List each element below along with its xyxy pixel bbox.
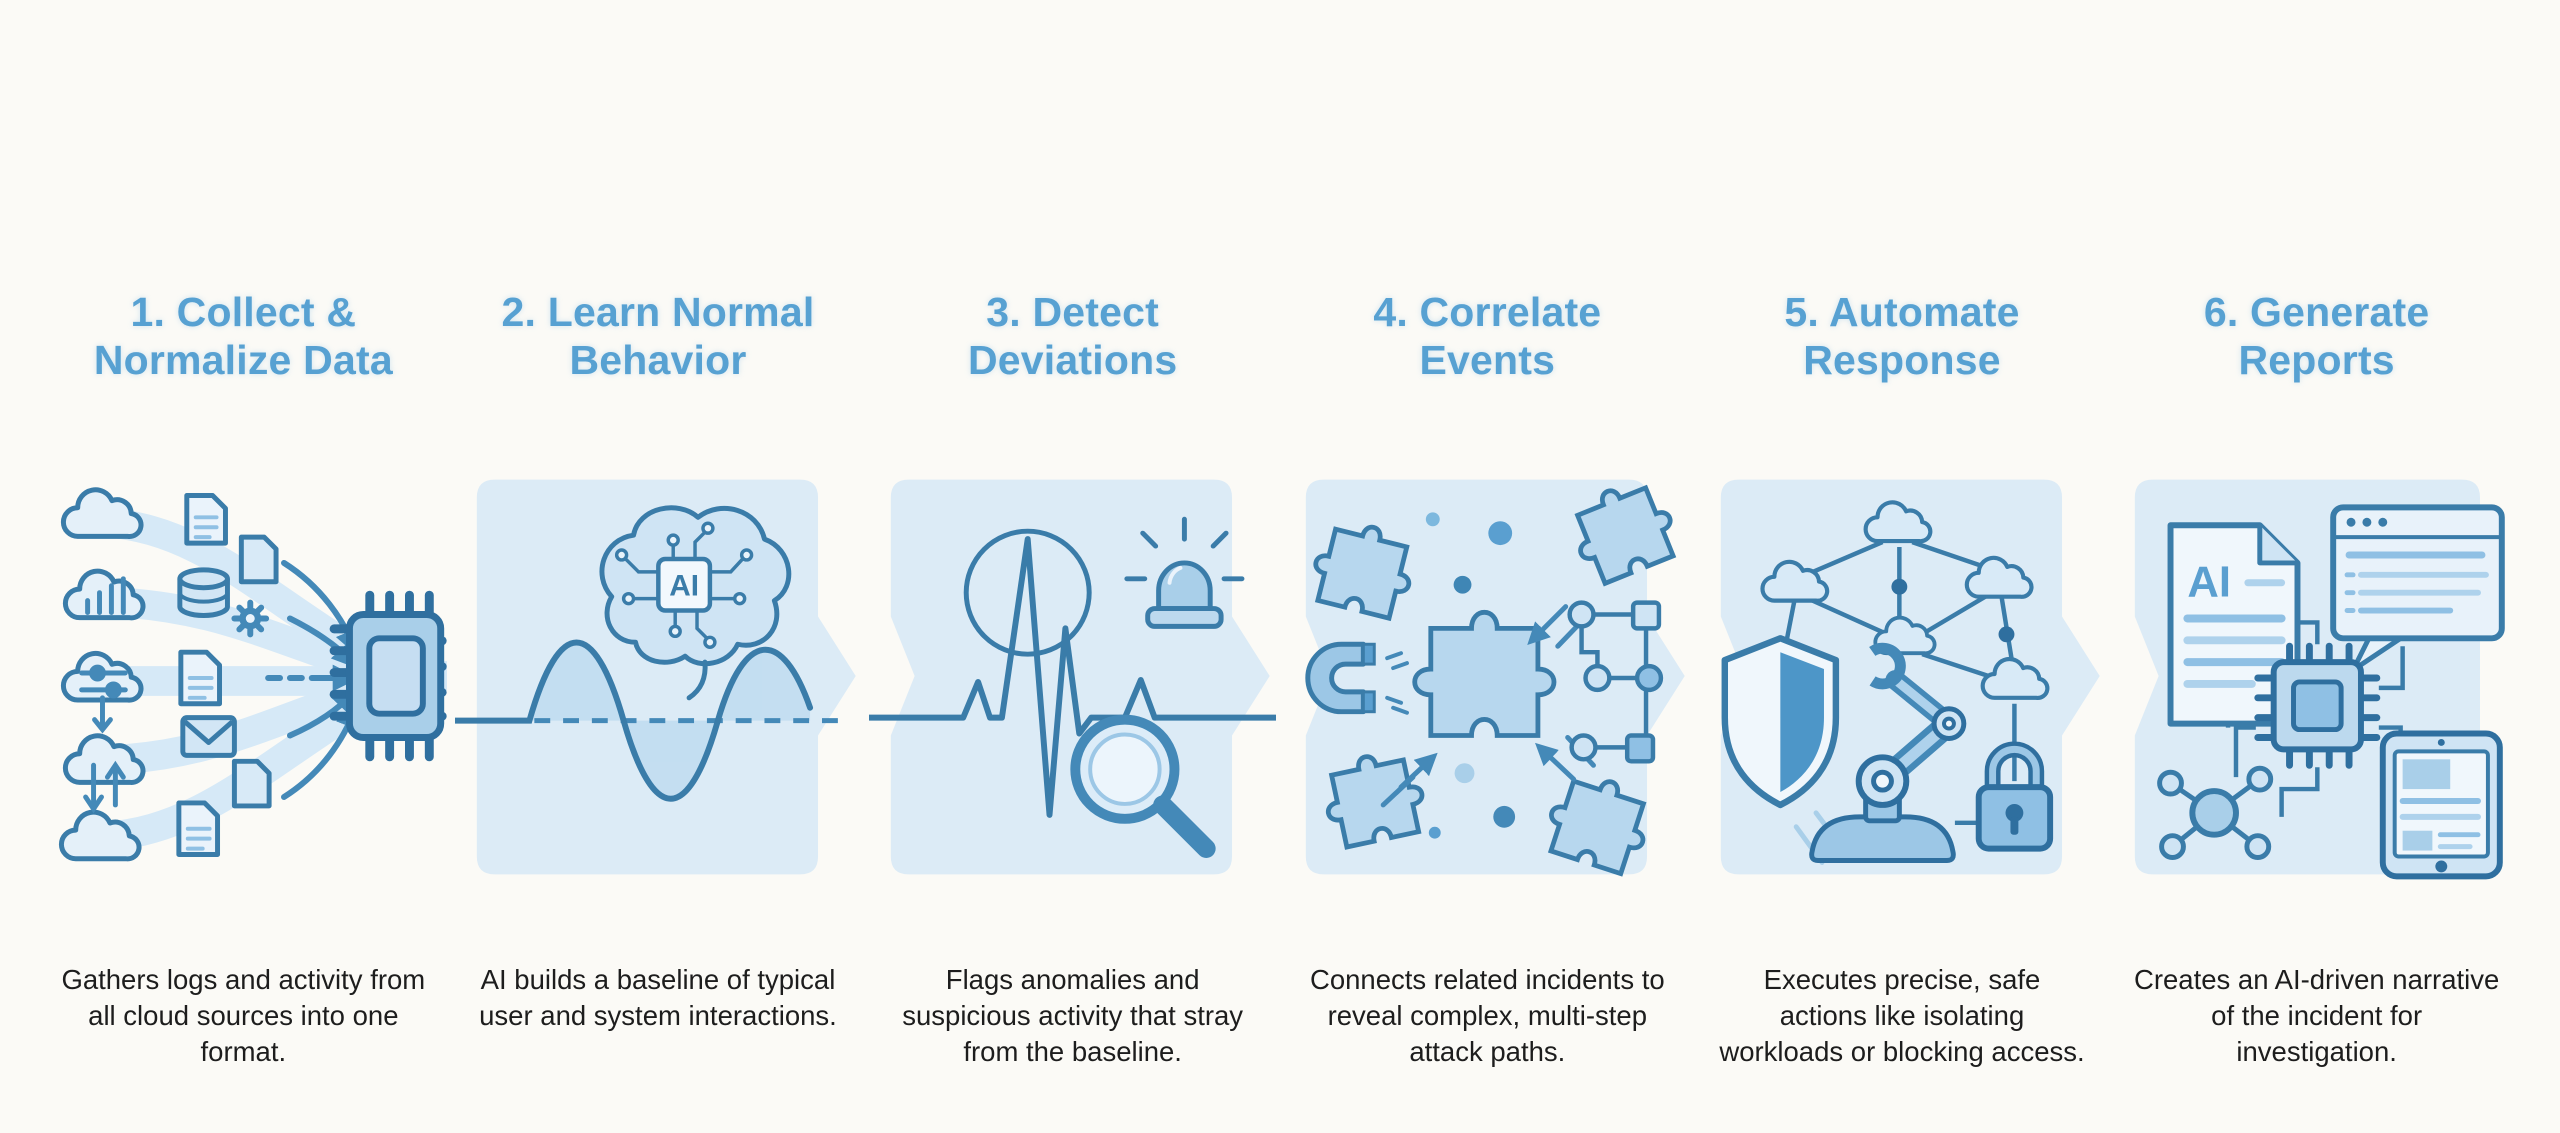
- data-format-icons: [176, 493, 279, 858]
- robot-arm-icon: [1808, 642, 1977, 863]
- padlock-icon: [1975, 741, 2053, 852]
- generate-reports-art: AI: [2135, 479, 2506, 880]
- document-icon: [178, 649, 223, 707]
- step-5-title: 5. Automate Response: [1784, 289, 2020, 384]
- siren-icon: [1124, 516, 1245, 629]
- step-4-title: 4. Correlate Events: [1373, 289, 1602, 384]
- document-icon: [176, 800, 221, 858]
- step-2-caption: AI builds a baseline of typical user and…: [479, 964, 837, 1031]
- sync-arrows-icon: [83, 760, 126, 814]
- ai-brain-icon: AI: [599, 505, 791, 701]
- step-4-illustration: [1284, 464, 1691, 888]
- step-1-illustration: [40, 464, 447, 888]
- step-1-caption: Gathers logs and activity from all cloud…: [61, 964, 426, 1067]
- file-icon: [238, 534, 279, 585]
- browser-chat-icon: [2330, 504, 2506, 673]
- sine-wave-icon: [454, 639, 847, 802]
- step-3-panel: 3. Detect Deviations: [869, 0, 1276, 1133]
- magnet-icon: [1305, 641, 1409, 715]
- step-6-illustration: AI: [2113, 464, 2520, 888]
- step-1-title: 1. Collect & Normalize Data: [93, 289, 393, 384]
- sliders-icon: [79, 664, 128, 734]
- document-ai-label: AI: [2188, 558, 2232, 607]
- flowchart-icon: [1567, 600, 1664, 764]
- molecule-icon: [2157, 765, 2274, 860]
- gear-icon: [231, 599, 270, 638]
- envelope-icon: [180, 715, 237, 758]
- cpu-chip-icon: [2254, 642, 2381, 769]
- step-5-caption: Executes precise, safe actions like isol…: [1719, 964, 2085, 1067]
- step-2-title: 2. Learn Normal Behavior: [501, 289, 815, 384]
- database-icon: [177, 567, 230, 618]
- detect-deviations-art: [869, 479, 1276, 875]
- step-3-caption: Flags anomalies and suspicious activity …: [902, 964, 1244, 1067]
- step-5-panel: 5. Automate Response: [1699, 0, 2106, 1133]
- shield-icon: [1721, 635, 1848, 865]
- panel-background-blob: [891, 479, 1271, 875]
- brain-chip-label: AI: [669, 570, 699, 603]
- ecg-spike-icon: [869, 536, 1276, 818]
- sync-arrows-cloud-icon: [65, 736, 143, 783]
- collect-normalize-art: [40, 464, 447, 888]
- dot-icons: [1425, 512, 1516, 839]
- step-3-illustration: [869, 464, 1276, 888]
- cloud-glyphs: [79, 576, 128, 814]
- tablet-icon: [2380, 730, 2504, 880]
- document-icon: [184, 493, 228, 546]
- bar-chart-icon: [85, 576, 126, 616]
- learn-behavior-art: AI: [454, 479, 856, 875]
- anomaly-circle-icon: [964, 528, 1092, 657]
- step-1-panel: 1. Collect & Normalize Data: [40, 0, 447, 1133]
- step-2-panel: 2. Learn Normal Behavior: [454, 0, 862, 1133]
- puzzle-piece-center-icon: [1415, 612, 1554, 735]
- correlate-events-art: [1284, 464, 1691, 888]
- step-4-panel: 4. Correlate Events: [1284, 0, 1691, 1133]
- file-icon: [231, 758, 272, 809]
- bar-chart-cloud-icon: [65, 571, 143, 618]
- magnifier-icon: [1070, 714, 1216, 859]
- step-6-panel: 6. Generate Reports: [2113, 0, 2520, 1133]
- step-2-illustration: AI: [454, 464, 862, 888]
- step-5-illustration: [1699, 464, 2106, 888]
- automate-response-art: [1720, 479, 2100, 875]
- cpu-chip-icon: [329, 590, 447, 762]
- step-3-title: 3. Detect Deviations: [967, 289, 1178, 384]
- step-4-caption: Connects related incidents to reveal com…: [1309, 964, 1665, 1067]
- steps-grid: 1. Collect & Normalize Data: [40, 0, 2520, 1133]
- cloud-icon: [63, 490, 141, 537]
- step-6-title: 6. Generate Reports: [2203, 289, 2430, 384]
- ai-report-icon: AI: [2167, 522, 2301, 727]
- step-6-caption: Creates an AI-driven narrative of the in…: [2133, 964, 2500, 1067]
